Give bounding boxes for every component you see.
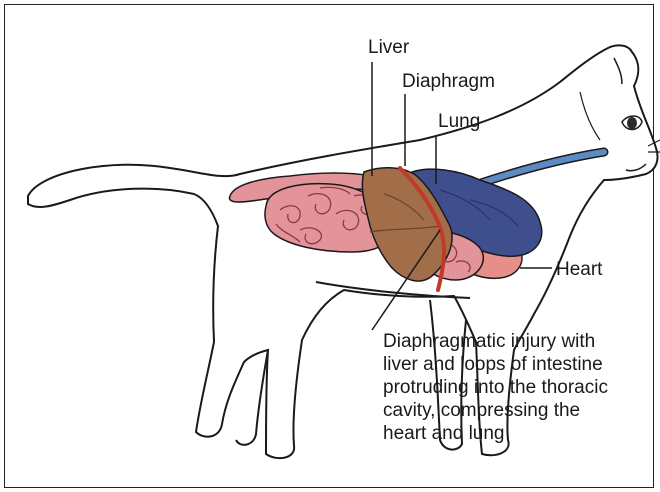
caption-line: Diaphragmatic injury with [383,330,608,353]
caption-line: cavity, compressing the [383,399,608,422]
label-lung: Lung [438,110,480,133]
caption-line: protruding into the thoracic [383,376,608,399]
eye-icon [622,116,642,130]
caption-line: heart and lung [383,422,608,445]
label-diaphragm: Diaphragm [402,70,495,93]
label-liver: Liver [368,36,409,59]
label-heart: Heart [556,258,602,281]
caption-text: Diaphragmatic injury with liver and loop… [383,330,608,445]
caption-line: liver and loops of intestine [383,353,608,376]
